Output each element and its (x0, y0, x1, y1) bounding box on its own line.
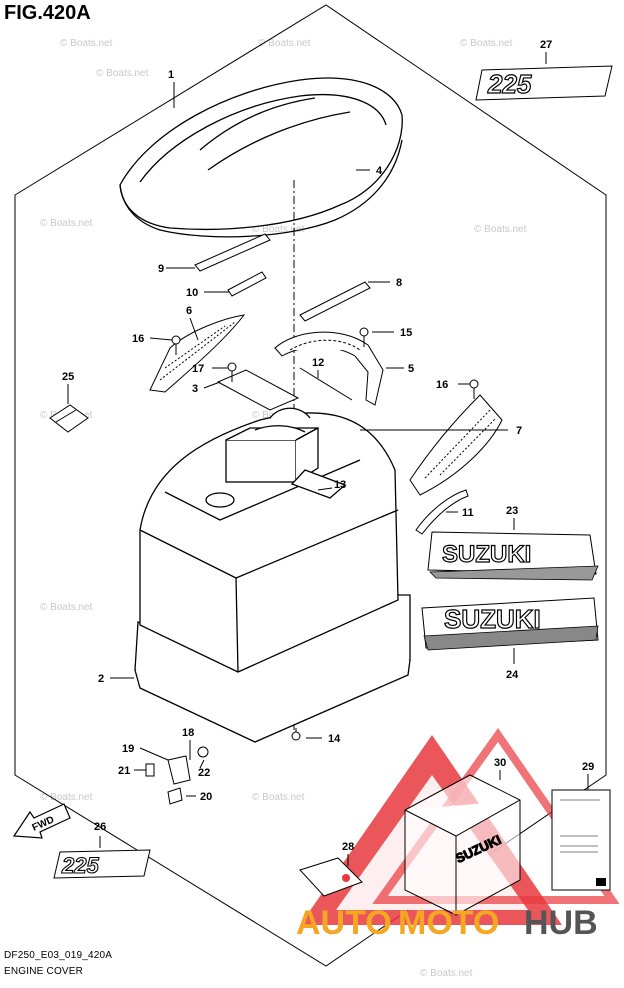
watermark: © Boats.net (60, 38, 113, 49)
callout-27: 27 (540, 39, 552, 51)
callout-6: 6 (186, 305, 192, 317)
clip-25 (49, 404, 89, 433)
bracket-5 (274, 331, 384, 406)
callout-9: 9 (158, 263, 164, 275)
callout-16-right: 16 (436, 379, 448, 391)
callout-18: 18 (182, 727, 194, 739)
automotohub-wordmark: AUTO MOTO HUB (296, 904, 598, 942)
decal-225-top: 225 (475, 65, 613, 101)
callout-7: 7 (516, 425, 522, 437)
watermark: © Boats.net (96, 68, 149, 79)
plate-3 (216, 369, 300, 411)
item-28 (299, 857, 363, 897)
manual-29 (551, 789, 611, 891)
side-vent-6 (149, 314, 246, 393)
callout-4: 4 (376, 165, 383, 177)
callout-11: 11 (462, 507, 474, 519)
latch-assembly (145, 746, 209, 805)
decal-225-bottom: 225 (53, 849, 151, 879)
top-cover (119, 77, 403, 238)
callout-25: 25 (62, 371, 74, 383)
watermark: © Boats.net (40, 602, 93, 613)
callout-13: 13 (334, 479, 346, 491)
callout-22: 22 (198, 767, 210, 779)
logo-moto: MOTO (398, 904, 499, 942)
decal-225-bottom-text: 225 (61, 853, 99, 878)
assembly-frame (14, 4, 607, 967)
logo-auto: AUTO (296, 904, 392, 942)
figure-title: FIG.420A (4, 2, 91, 24)
logo-hub: HUB (524, 904, 598, 942)
callout-5: 5 (408, 363, 414, 375)
callout-14: 14 (328, 733, 341, 745)
figure-code: DF250_E03_019_420A (4, 950, 113, 961)
callout-12: 12 (312, 357, 324, 369)
decal-suzuki-24-text: SUZUKI (444, 604, 541, 634)
watermark: © Boats.net (40, 792, 93, 803)
engine-cover-bag-30: SUZUKI (404, 774, 521, 916)
callout-8: 8 (396, 277, 402, 289)
decal-suzuki-23: SUZUKI (427, 531, 599, 581)
callout-23: 23 (506, 505, 518, 517)
side-vent-7 (409, 394, 503, 496)
decal-suzuki-23-text: SUZUKI (442, 541, 531, 568)
decal-225-text: 225 (487, 69, 532, 99)
watermark: © Boats.net (252, 224, 305, 235)
callout-10: 10 (186, 287, 198, 299)
callout-21: 21 (118, 765, 130, 777)
callout-17: 17 (192, 363, 204, 375)
figure-section: ENGINE COVER (4, 966, 84, 977)
callout-24: 24 (506, 669, 519, 681)
watermark: © Boats.net (460, 38, 513, 49)
seal-strips (194, 233, 371, 322)
fasteners (171, 327, 479, 741)
watermark: © Boats.net (40, 218, 93, 229)
seal-11 (415, 489, 469, 535)
callout-29: 29 (582, 761, 594, 773)
callouts: 1 2 3 4 5 6 7 8 9 10 11 12 13 14 15 16 1… (62, 39, 594, 853)
watermark: © Boats.net (474, 224, 527, 235)
callout-19: 19 (122, 743, 134, 755)
watermark: © Boats.net (420, 968, 473, 979)
watermark: © Boats.net (252, 792, 305, 803)
decal-suzuki-24: SUZUKI (421, 597, 599, 651)
fwd-arrow: FWD (12, 803, 71, 839)
bottom-cover (134, 407, 411, 743)
callout-15: 15 (400, 327, 412, 339)
leader-lines (67, 52, 589, 866)
callout-3: 3 (192, 383, 198, 395)
watermark: © Boats.net (258, 38, 311, 49)
callout-30: 30 (494, 757, 506, 769)
callout-16-left: 16 (132, 333, 144, 345)
callout-1: 1 (168, 69, 174, 81)
callout-26: 26 (94, 821, 106, 833)
callout-28: 28 (342, 841, 354, 853)
callout-2: 2 (98, 673, 104, 685)
callout-20: 20 (200, 791, 212, 803)
